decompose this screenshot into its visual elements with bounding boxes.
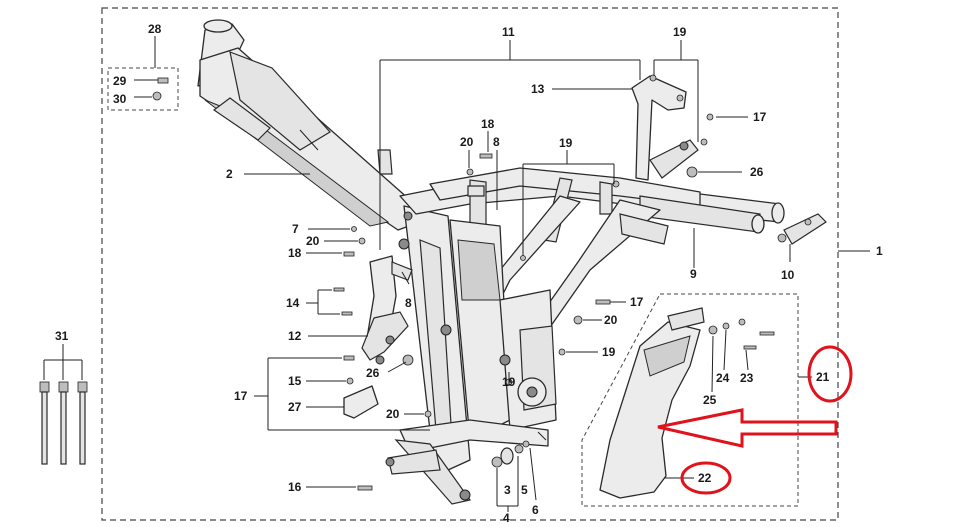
bracket-12 [361,255,414,366]
label-11: 11 [502,25,515,39]
leader-lines [244,40,870,512]
highlight-arrow [657,408,838,448]
label-17-left: 17 [234,389,248,403]
label-19-bottom: 19 [502,375,516,389]
nut-26-top [686,166,698,178]
label-28: 28 [148,22,162,36]
label-20-right: 20 [604,313,618,327]
label-12: 12 [288,329,302,343]
highlight-circle-21 [807,345,853,403]
label-29: 29 [113,74,127,88]
label-7: 7 [292,222,299,236]
bracket-13 [631,74,708,181]
label-19-right: 19 [602,345,616,359]
inset-28 [107,36,179,111]
label-19-top: 19 [673,25,687,39]
label-30: 30 [113,92,127,106]
label-24: 24 [716,371,730,385]
label-8-top: 8 [493,135,500,149]
label-6: 6 [532,503,539,517]
label-17-top: 17 [753,110,767,124]
inset-21 [581,293,799,507]
part-labels: 28 29 30 11 19 13 17 18 20 8 19 26 2 7 2… [55,22,883,525]
highlight-annotations [657,345,853,495]
assembly-border [101,7,839,521]
label-21: 21 [816,370,830,384]
part-15 [346,377,354,385]
label-26-top: 26 [750,165,764,179]
label-5: 5 [521,483,528,497]
label-17-right: 17 [630,295,644,309]
label-14: 14 [286,296,300,310]
label-8-left: 8 [405,296,412,310]
label-20-bottom: 20 [386,407,400,421]
label-3: 3 [504,483,511,497]
label-18-left: 18 [288,246,302,260]
main-frame [197,19,785,505]
small-bolts-left [333,153,620,491]
label-4: 4 [503,511,510,525]
label-20-top: 20 [460,135,474,149]
bolt-17-top [706,113,714,121]
washers-3-5-6 [491,431,547,468]
label-26-left: 26 [366,366,380,380]
label-19-mid: 19 [559,136,573,150]
label-2: 2 [226,167,233,181]
label-27: 27 [288,400,302,414]
label-31: 31 [55,329,69,343]
part-10 [777,213,827,245]
label-23: 23 [740,371,754,385]
label-16: 16 [288,480,302,494]
label-9: 9 [690,267,697,281]
highlight-circle-22 [680,461,732,495]
label-18-top: 18 [481,117,495,131]
label-25: 25 [703,393,717,407]
label-22: 22 [698,471,712,485]
label-1: 1 [876,244,883,258]
bolts-31 [39,344,88,465]
label-20-left: 20 [306,234,320,248]
label-15: 15 [288,374,302,388]
label-13: 13 [531,82,545,96]
label-10: 10 [781,268,795,282]
part-27 [343,385,379,419]
